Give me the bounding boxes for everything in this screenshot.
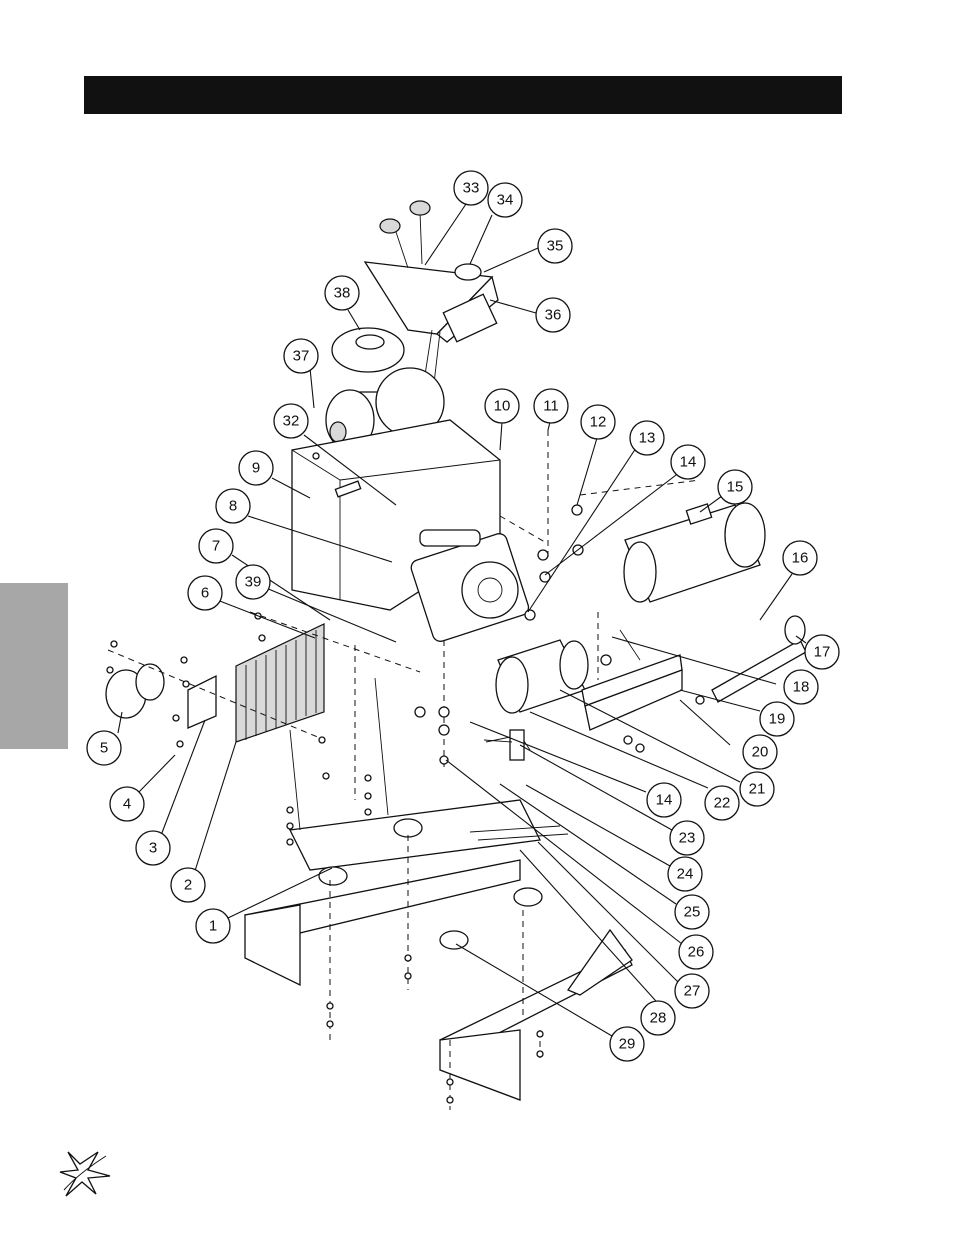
svg-text:22: 22: [714, 795, 731, 812]
svg-text:14: 14: [680, 454, 697, 471]
svg-text:5: 5: [100, 740, 108, 757]
callout-34: 34: [487, 182, 523, 218]
callout-14-upper: 14: [670, 444, 706, 480]
callout-5: 5: [86, 730, 122, 766]
callout-18: 18: [783, 669, 819, 705]
svg-text:1: 1: [209, 918, 217, 935]
callout-15: 15: [717, 469, 753, 505]
callout-23: 23: [669, 820, 705, 856]
callout-2: 2: [170, 867, 206, 903]
callout-28: 28: [640, 1000, 676, 1036]
header-bar: [84, 76, 842, 114]
callout-32: 32: [273, 403, 309, 439]
svg-text:7: 7: [212, 538, 220, 555]
svg-text:8: 8: [229, 498, 237, 515]
svg-text:35: 35: [547, 238, 564, 255]
svg-text:16: 16: [792, 550, 809, 567]
callout-33: 33: [453, 170, 489, 206]
callout-24: 24: [667, 856, 703, 892]
assembly-drawing: [105, 200, 807, 1110]
callout-9: 9: [238, 450, 274, 486]
svg-text:26: 26: [688, 944, 705, 961]
svg-text:4: 4: [123, 796, 131, 813]
svg-text:17: 17: [814, 644, 831, 661]
callout-11: 11: [533, 388, 569, 424]
callout-14-lower: 14: [646, 782, 682, 818]
svg-text:32: 32: [283, 413, 300, 430]
svg-text:38: 38: [334, 285, 351, 302]
callout-36: 36: [535, 297, 571, 333]
callout-20: 20: [742, 734, 778, 770]
svg-text:27: 27: [684, 983, 701, 1000]
callout-39: 39: [235, 564, 271, 600]
svg-text:14: 14: [656, 792, 673, 809]
svg-text:39: 39: [245, 574, 262, 591]
callout-10: 10: [484, 388, 520, 424]
svg-text:11: 11: [543, 398, 559, 415]
section-side-tab: [0, 583, 68, 749]
callout-19: 19: [759, 701, 795, 737]
callout-8: 8: [215, 488, 251, 524]
svg-text:13: 13: [639, 430, 656, 447]
callout-27: 27: [674, 973, 710, 1009]
svg-text:29: 29: [619, 1036, 636, 1053]
callout-38: 38: [324, 275, 360, 311]
callout-4: 4: [109, 786, 145, 822]
callout-17: 17: [804, 634, 840, 670]
svg-text:20: 20: [752, 744, 769, 761]
callout-leader-lines: [117, 203, 807, 1037]
callout-25: 25: [674, 894, 710, 930]
callout-12: 12: [580, 404, 616, 440]
svg-text:28: 28: [650, 1010, 667, 1027]
svg-text:19: 19: [769, 711, 786, 728]
star-swoosh-logo-icon: [59, 1151, 111, 1197]
callout-13: 13: [629, 420, 665, 456]
svg-text:15: 15: [727, 479, 744, 496]
callout-7: 7: [198, 528, 234, 564]
svg-text:23: 23: [679, 830, 696, 847]
svg-text:3: 3: [149, 840, 157, 857]
svg-text:36: 36: [545, 307, 562, 324]
svg-text:2: 2: [184, 877, 192, 894]
callout-35: 35: [537, 228, 573, 264]
svg-text:9: 9: [252, 460, 260, 477]
svg-text:33: 33: [463, 180, 480, 197]
svg-text:21: 21: [749, 781, 766, 798]
svg-text:34: 34: [497, 192, 514, 209]
svg-text:25: 25: [684, 904, 701, 921]
svg-text:10: 10: [494, 398, 511, 415]
callout-37: 37: [283, 338, 319, 374]
callout-21: 21: [739, 771, 775, 807]
callout-29: 29: [609, 1026, 645, 1062]
svg-text:18: 18: [793, 679, 810, 696]
svg-text:24: 24: [677, 866, 694, 883]
callout-6: 6: [187, 575, 223, 611]
callout-16: 16: [782, 540, 818, 576]
callout-26: 26: [678, 934, 714, 970]
callout-3: 3: [135, 830, 171, 866]
svg-text:6: 6: [201, 585, 209, 602]
svg-text:12: 12: [590, 414, 607, 431]
callout-22: 22: [704, 785, 740, 821]
svg-text:37: 37: [293, 348, 310, 365]
callout-1: 1: [195, 908, 231, 944]
